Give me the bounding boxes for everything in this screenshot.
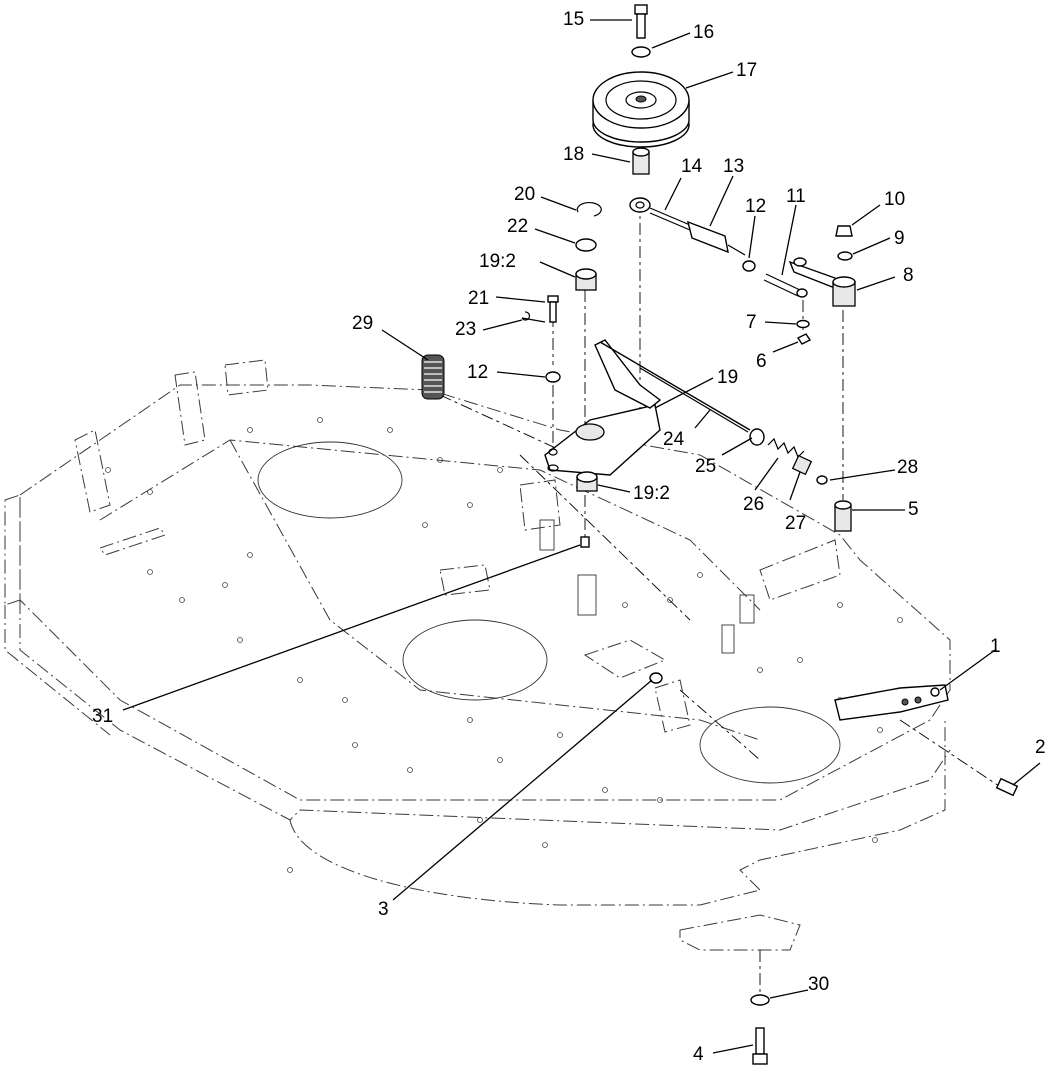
- bolt-21: [547, 295, 559, 323]
- washer-16: [631, 46, 651, 58]
- callout-18: 18: [563, 144, 585, 165]
- pulley-17: [592, 71, 690, 148]
- deck-holes: [105, 417, 903, 873]
- bolt-4: [752, 1027, 768, 1065]
- e-clip-20: [576, 201, 602, 217]
- spring-26: [767, 437, 805, 459]
- callout-28: 28: [897, 457, 919, 478]
- callout-10: 10: [884, 189, 906, 210]
- bushing-18: [632, 147, 650, 175]
- bushing-19-2-bottom: [576, 471, 598, 492]
- washer-25: [749, 428, 765, 446]
- idler-rod-assembly: [629, 197, 808, 298]
- cotter-pin-23: [521, 311, 546, 323]
- bolt-15: [634, 4, 648, 39]
- callout-24: 24: [663, 429, 685, 450]
- nut-28: [816, 475, 828, 485]
- callout-20: 20: [514, 184, 536, 205]
- callout-2: 2: [1035, 737, 1046, 758]
- callout-8: 8: [903, 265, 914, 286]
- lever-8: [788, 257, 856, 307]
- washer-9: [837, 251, 853, 261]
- nut-10: [835, 225, 853, 237]
- callout-19: 19: [717, 367, 739, 388]
- leader-lines: [122, 19, 1041, 1054]
- spring-29: [421, 354, 445, 400]
- callout-25: 25: [695, 456, 717, 477]
- callout-29: 29: [352, 313, 374, 334]
- callout-4: 4: [693, 1044, 704, 1065]
- callout-14: 14: [681, 156, 703, 177]
- bushing-19-2-top: [575, 268, 597, 291]
- callout-6: 6: [756, 351, 767, 372]
- callout-22: 22: [507, 216, 529, 237]
- callout-12-upper: 12: [745, 196, 767, 217]
- callout-7: 7: [746, 312, 757, 333]
- rod-24: [599, 341, 751, 431]
- washer-7: [796, 319, 810, 329]
- callout-11: 11: [786, 186, 806, 207]
- callout-19-2-upper: 19:2: [479, 251, 516, 272]
- callout-12-lower: 12: [467, 362, 489, 383]
- callout-31: 31: [92, 706, 114, 727]
- callout-1: 1: [990, 636, 1001, 657]
- callout-21: 21: [468, 288, 490, 309]
- washer-30: [750, 994, 770, 1006]
- callout-30: 30: [808, 974, 830, 995]
- washer-22: [575, 238, 597, 252]
- callout-5: 5: [908, 499, 919, 520]
- callout-23: 23: [455, 319, 477, 340]
- callout-15: 15: [563, 9, 585, 30]
- idler-bracket-19: [544, 339, 662, 476]
- callout-16: 16: [693, 22, 715, 43]
- callout-3: 3: [378, 899, 389, 920]
- callout-9: 9: [894, 228, 905, 249]
- callout-13: 13: [723, 156, 745, 177]
- callout-19-2-lower: 19:2: [633, 483, 670, 504]
- grease-fitting-31: [580, 536, 590, 548]
- nut-3: [649, 672, 663, 684]
- bolt-2: [995, 777, 1019, 797]
- mower-deck: [4, 359, 951, 951]
- nut-12-left: [545, 371, 561, 383]
- callout-17: 17: [736, 60, 758, 81]
- bracket-1: [834, 684, 949, 721]
- bushing-27: [791, 454, 813, 476]
- callout-27: 27: [785, 513, 807, 534]
- clip-6: [796, 333, 812, 345]
- callout-26: 26: [743, 494, 765, 515]
- spacer-5: [834, 500, 852, 532]
